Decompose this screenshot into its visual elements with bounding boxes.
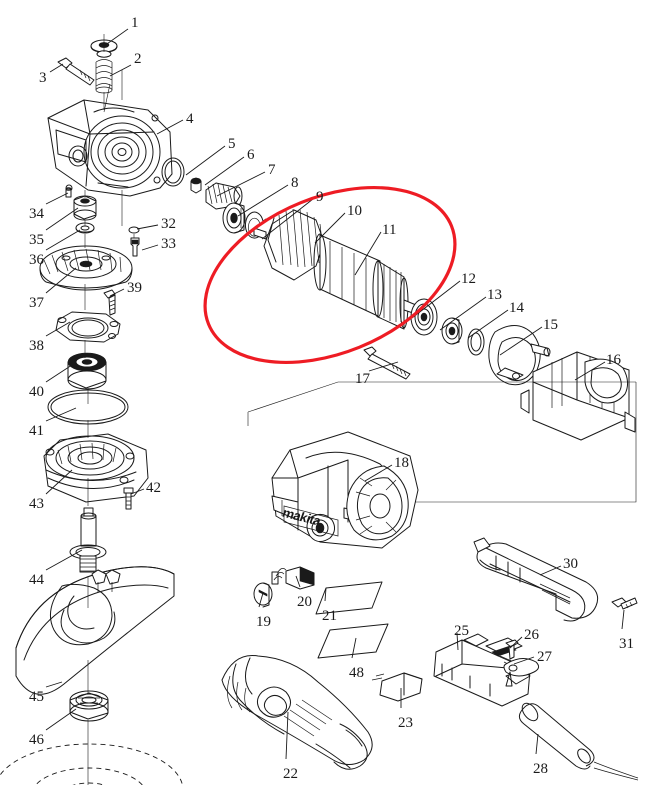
part-callout-4: 4: [186, 111, 194, 127]
part-callout-7: 7: [268, 162, 276, 178]
leader-lines: [45, 28, 625, 760]
part-callout-33: 33: [161, 236, 176, 252]
part-40-ball-bearing: [67, 352, 107, 390]
part-34-roll-pin: [65, 187, 72, 198]
part-callout-11: 11: [382, 222, 397, 238]
part-17-machine-screw: [363, 346, 411, 380]
part-callout-44: 44: [29, 572, 44, 588]
part-callout-32: 32: [161, 216, 176, 232]
part-46-inner-flange: [69, 690, 109, 722]
part-callout-17: 17: [355, 371, 370, 387]
part-callout-1: 1: [131, 15, 139, 31]
part-38-bearing-retainer: [55, 311, 121, 343]
part-callout-18: 18: [394, 455, 409, 471]
part-callout-13: 13: [487, 287, 502, 303]
part-43-bearing-box: [43, 433, 149, 503]
part-callout-22: 22: [283, 766, 298, 782]
part-callout-27: 27: [537, 649, 552, 665]
part-callout-30: 30: [563, 556, 578, 572]
part-callout-9: 9: [316, 189, 324, 205]
part-callout-38: 38: [29, 338, 44, 354]
part-callout-2: 2: [134, 51, 142, 67]
part-callout-35: 35: [29, 232, 44, 248]
part-21-name-plate: [315, 581, 383, 615]
part-11-armature-assembly: [253, 208, 420, 330]
part-callout-21: 21: [322, 608, 337, 624]
part-5-o-ring: [161, 157, 185, 187]
part-7-spiral-bevel-pinion: [205, 182, 243, 210]
part-callout-31: 31: [619, 636, 634, 652]
part-28-power-cord: [518, 702, 639, 781]
part-3-hex-bolt: [57, 57, 95, 86]
part-44-spindle: [69, 507, 107, 573]
part-31-screw: [611, 597, 638, 610]
part-callout-25: 25: [454, 623, 469, 639]
part-48-warning-label: [317, 623, 389, 659]
part-15-baffle-plate: [488, 325, 551, 386]
part-callout-26: 26: [524, 627, 539, 643]
part-39-tapping-screw: [103, 289, 116, 316]
part-45-wheel-guard: [15, 566, 175, 695]
part-12-bearing-retainer: [410, 298, 438, 336]
part-18-motor-housing: [271, 431, 419, 549]
part-callout-42: 42: [146, 480, 161, 496]
part-callout-34: 34: [29, 206, 44, 222]
part-14-insulation-washer: [467, 328, 485, 356]
part-callout-12: 12: [461, 271, 476, 287]
part-23-brush-holder: [371, 672, 423, 702]
part-20-carbon-brush: [271, 566, 315, 590]
part-callout-45: 45: [29, 689, 44, 705]
part-callout-19: 19: [256, 614, 271, 630]
construction-guide-lines: [84, 34, 135, 785]
part-2-compression-spring: [95, 59, 113, 94]
part-22-rear-handle: [221, 655, 373, 770]
part-callout-3: 3: [39, 70, 47, 86]
part-30-switch-lever: [473, 537, 599, 622]
assembly-group-gear-housing: [47, 39, 243, 210]
part-callout-20: 20: [297, 594, 312, 610]
part-callout-5: 5: [228, 136, 236, 152]
assembly-group-field: [363, 325, 636, 441]
part-35-spindle-bearing: [73, 195, 97, 221]
part-callout-48: 48: [349, 665, 364, 681]
grinding-wheel-outline: [0, 743, 183, 785]
part-callout-40: 40: [29, 384, 44, 400]
part-callout-37: 37: [29, 295, 44, 311]
part-callout-6: 6: [247, 147, 255, 163]
part-callout-36: 36: [29, 252, 44, 268]
part-callout-14: 14: [509, 300, 524, 316]
part-8-ball-bearing: [222, 202, 246, 234]
assembly-group-motor-housing: [247, 381, 637, 702]
part-callout-28: 28: [533, 761, 548, 777]
assembly-group-armature: [222, 202, 463, 345]
part-42-hex-screw: [123, 487, 134, 510]
part-callout-46: 46: [29, 732, 44, 748]
part-37-spiral-bevel-gear: [39, 245, 133, 291]
part-callout-41: 41: [29, 423, 44, 439]
part-6-spacer-ring: [190, 177, 202, 194]
part-callout-10: 10: [347, 203, 362, 219]
part-callout-16: 16: [606, 352, 621, 368]
assembly-group-handle: [221, 655, 373, 770]
part-16-field-stator: [520, 351, 636, 441]
part-callout-15: 15: [543, 317, 558, 333]
part-19-brush-holder-cap: [253, 582, 273, 608]
assembly-group-switch: [433, 537, 639, 781]
part-callout-23: 23: [398, 715, 413, 731]
red-highlight-ellipse: [203, 186, 457, 364]
part-callout-39: 39: [127, 280, 142, 296]
part-33-grease-nipple: [130, 237, 140, 257]
part-4-gear-housing: [47, 99, 173, 197]
part-callout-8: 8: [291, 175, 299, 191]
part-32-o-ring-small: [128, 226, 140, 234]
part-callout-43: 43: [29, 496, 44, 512]
